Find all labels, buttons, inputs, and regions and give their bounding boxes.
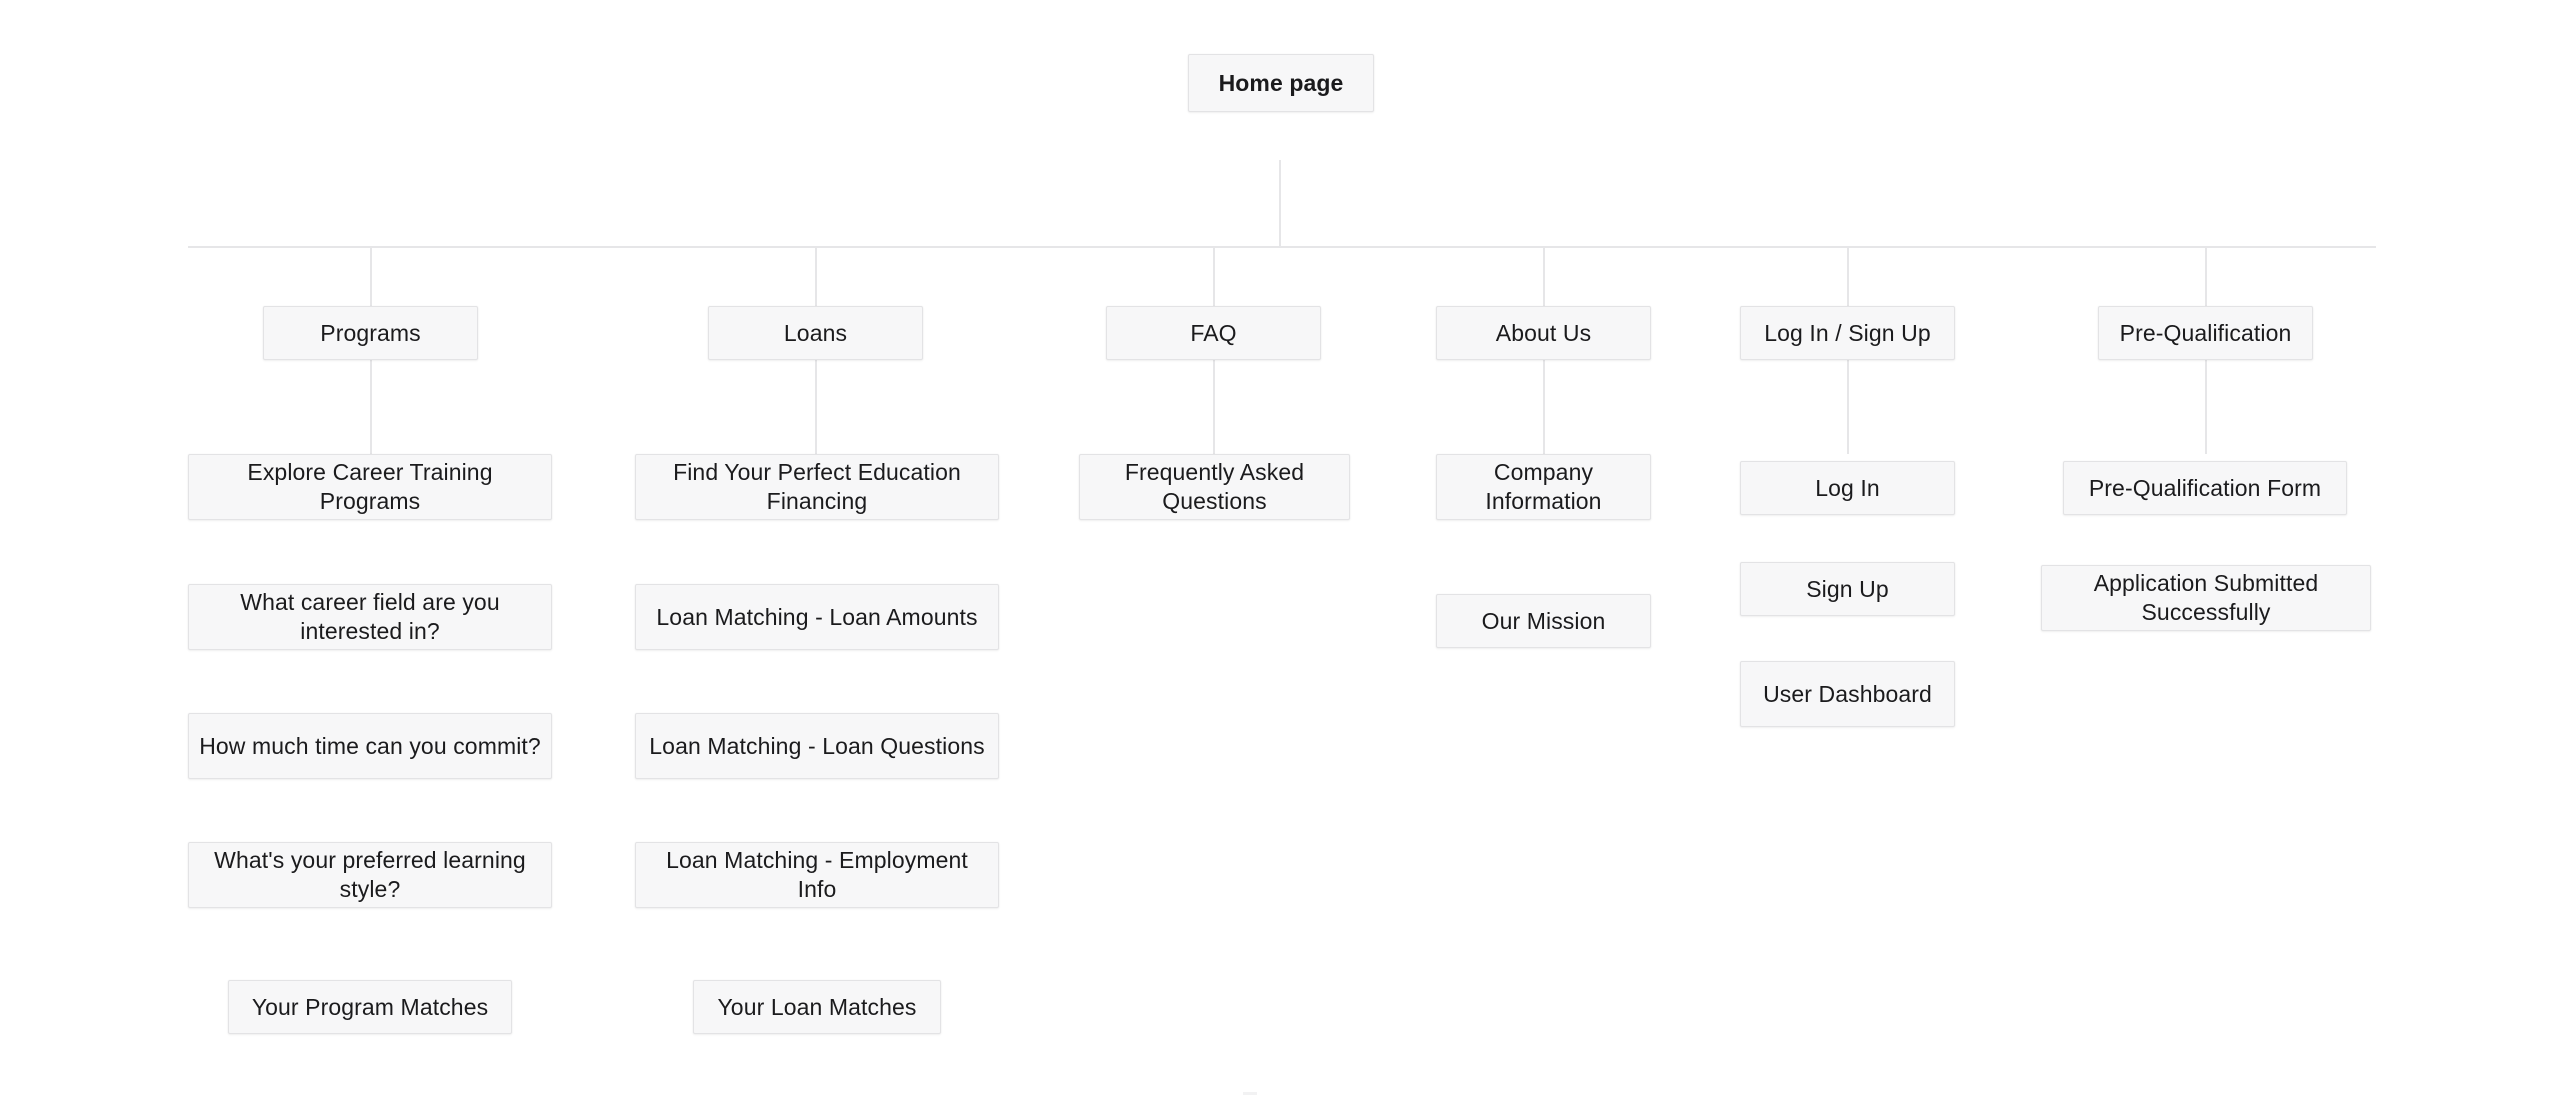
node-label: Your Loan Matches bbox=[717, 993, 917, 1020]
node-loan-matching-loan-amounts[interactable]: Loan Matching - Loan Amounts bbox=[635, 584, 999, 650]
node-label: FAQ bbox=[1190, 319, 1237, 346]
node-label: Sign Up bbox=[1806, 575, 1889, 602]
connector-drop-about-us bbox=[1543, 246, 1545, 306]
connector-drop-faq bbox=[1213, 246, 1215, 306]
node-your-program-matches[interactable]: Your Program Matches bbox=[228, 980, 512, 1034]
node-label: Company Information bbox=[1485, 459, 1602, 514]
node-label: What's your preferred learning style? bbox=[214, 847, 526, 902]
node-faq[interactable]: FAQ bbox=[1106, 306, 1321, 360]
connector-stem-faq-child bbox=[1213, 360, 1215, 454]
node-home-page[interactable]: Home page bbox=[1188, 54, 1374, 112]
node-pre-qualification-form[interactable]: Pre-Qualification Form bbox=[2063, 461, 2347, 515]
node-log-in[interactable]: Log In bbox=[1740, 461, 1955, 515]
node-user-dashboard[interactable]: User Dashboard bbox=[1740, 661, 1955, 727]
connector-root-stem bbox=[1279, 160, 1281, 248]
connector-stem-programs-child bbox=[370, 360, 372, 454]
connector-stem-about-us-child bbox=[1543, 360, 1545, 454]
node-label: What career field are you interested in? bbox=[240, 589, 500, 644]
connector-drop-loans bbox=[815, 246, 817, 306]
node-programs[interactable]: Programs bbox=[263, 306, 478, 360]
connector-stem-loans-child bbox=[815, 360, 817, 454]
node-label: User Dashboard bbox=[1763, 680, 1932, 707]
node-application-submitted-successfully[interactable]: Application Submitted Successfully bbox=[2041, 565, 2371, 631]
node-label: Home page bbox=[1218, 69, 1344, 96]
node-label: Explore Career Training Programs bbox=[247, 459, 493, 514]
node-label: Loan Matching - Employment Info bbox=[666, 847, 968, 902]
connector-drop-pre-qualification bbox=[2205, 246, 2207, 306]
node-what-career-field[interactable]: What career field are you interested in? bbox=[188, 584, 552, 650]
node-label: Loan Matching - Loan Questions bbox=[649, 732, 985, 759]
node-company-information[interactable]: Company Information bbox=[1436, 454, 1651, 520]
node-explore-career-training-programs[interactable]: Explore Career Training Programs bbox=[188, 454, 552, 520]
node-label: About Us bbox=[1495, 319, 1592, 346]
bottom-artifact bbox=[1243, 1092, 1257, 1095]
node-label: Your Program Matches bbox=[251, 993, 489, 1020]
node-label: Log In / Sign Up bbox=[1764, 319, 1931, 346]
node-log-in-sign-up[interactable]: Log In / Sign Up bbox=[1740, 306, 1955, 360]
node-label: Frequently Asked Questions bbox=[1124, 459, 1305, 514]
node-how-much-time[interactable]: How much time can you commit? bbox=[188, 713, 552, 779]
node-loan-matching-employment-info[interactable]: Loan Matching - Employment Info bbox=[635, 842, 999, 908]
node-label: Log In bbox=[1815, 474, 1880, 501]
node-find-your-perfect-education-financing[interactable]: Find Your Perfect Education Financing bbox=[635, 454, 999, 520]
node-pre-qualification[interactable]: Pre-Qualification bbox=[2098, 306, 2313, 360]
node-label: How much time can you commit? bbox=[199, 732, 541, 759]
node-loan-matching-loan-questions[interactable]: Loan Matching - Loan Questions bbox=[635, 713, 999, 779]
node-your-loan-matches[interactable]: Your Loan Matches bbox=[693, 980, 941, 1034]
node-label: Pre-Qualification bbox=[2119, 319, 2292, 346]
connector-bus bbox=[188, 246, 2376, 248]
connector-stem-log-in-sign-up-child bbox=[1847, 360, 1849, 454]
node-frequently-asked-questions[interactable]: Frequently Asked Questions bbox=[1079, 454, 1350, 520]
node-preferred-learning-style[interactable]: What's your preferred learning style? bbox=[188, 842, 552, 908]
node-about-us[interactable]: About Us bbox=[1436, 306, 1651, 360]
node-label: Programs bbox=[320, 319, 421, 346]
node-sign-up[interactable]: Sign Up bbox=[1740, 562, 1955, 616]
connector-drop-log-in-sign-up bbox=[1847, 246, 1849, 306]
node-label: Loans bbox=[783, 319, 848, 346]
node-label: Our Mission bbox=[1481, 607, 1606, 634]
node-label: Pre-Qualification Form bbox=[2088, 474, 2322, 501]
connector-drop-programs bbox=[370, 246, 372, 306]
node-loans[interactable]: Loans bbox=[708, 306, 923, 360]
node-label: Find Your Perfect Education Financing bbox=[673, 459, 961, 514]
connector-stem-pre-qualification-child bbox=[2205, 360, 2207, 454]
node-label: Application Submitted Successfully bbox=[2093, 570, 2319, 625]
node-our-mission[interactable]: Our Mission bbox=[1436, 594, 1651, 648]
node-label: Loan Matching - Loan Amounts bbox=[656, 603, 978, 630]
